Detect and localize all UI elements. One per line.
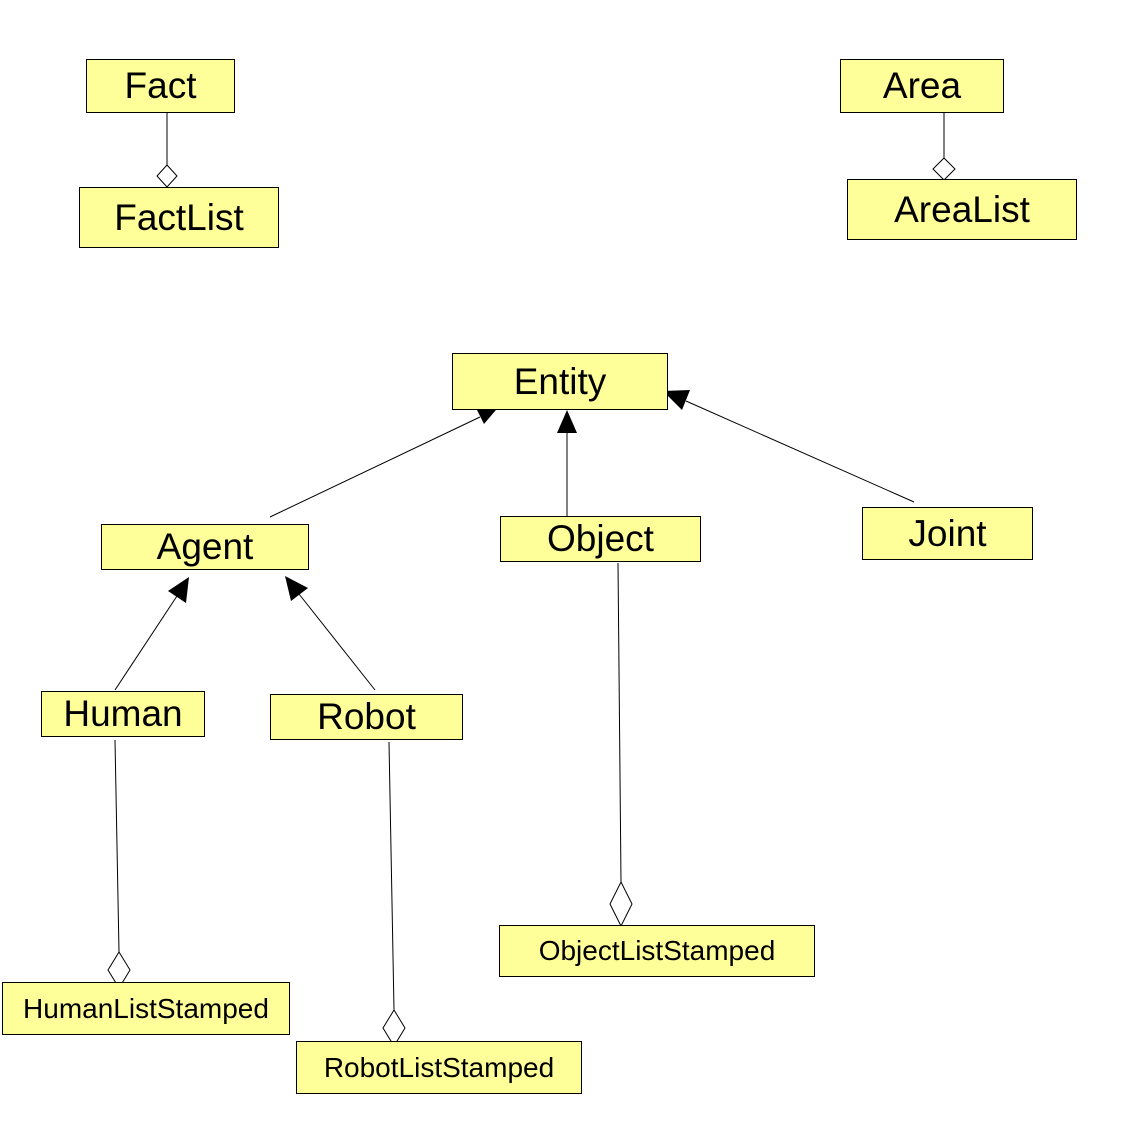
aggregation-robot-robotliststamped (382, 741, 406, 1047)
aggregation-fact-factlist (156, 113, 178, 188)
class-box-object: Object (500, 516, 701, 562)
generalization-object-entity (557, 410, 577, 522)
aggregation-human-humanliststamped (107, 739, 131, 989)
class-box-robotliststamped: RobotListStamped (296, 1041, 582, 1094)
class-box-fact: Fact (86, 59, 235, 113)
arrowhead (557, 410, 577, 433)
class-box-entity: Entity (452, 353, 668, 410)
generalization-robot-agent (285, 576, 376, 691)
generalization-joint-entity (663, 390, 915, 503)
connector-line (685, 400, 915, 503)
aggregation-diamond (156, 164, 178, 188)
generalization-human-agent (114, 577, 189, 691)
class-box-robot: Robot (270, 694, 463, 740)
class-box-area: Area (840, 59, 1004, 113)
generalization-agent-entity (269, 404, 501, 518)
arrowhead (663, 390, 690, 410)
aggregation-diamond (609, 880, 633, 928)
arrowhead (285, 576, 308, 601)
class-box-objectliststamped: ObjectListStamped (499, 925, 815, 977)
aggregation-area-arealist (932, 113, 956, 181)
class-box-humanliststamped: HumanListStamped (2, 982, 290, 1035)
connector-line (298, 593, 376, 691)
connector-line (617, 562, 622, 883)
aggregation-diamond (932, 157, 956, 181)
connector-line (388, 741, 395, 1011)
connector-line (269, 416, 481, 518)
class-box-agent: Agent (101, 524, 309, 570)
connector-line (114, 739, 120, 953)
class-box-joint: Joint (862, 507, 1033, 560)
arrowhead (168, 577, 189, 603)
aggregation-object-objectliststamped (609, 562, 633, 928)
class-box-human: Human (41, 691, 205, 737)
class-box-arealist: AreaList (847, 179, 1077, 240)
connector-line (114, 595, 178, 691)
class-box-factlist: FactList (79, 187, 279, 248)
